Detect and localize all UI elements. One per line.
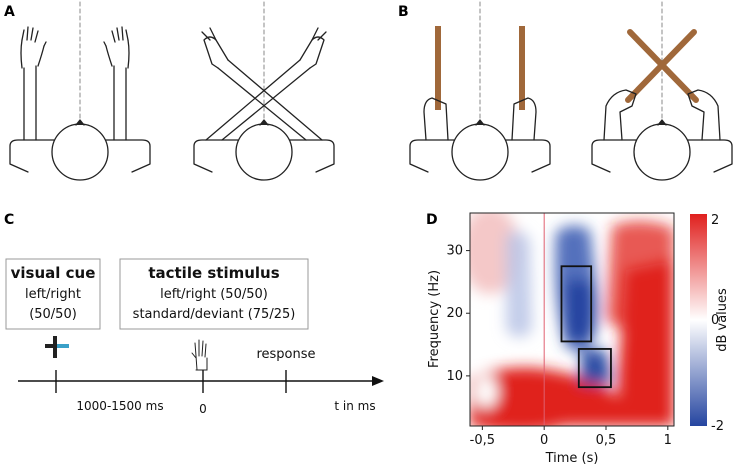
panel-b-crossed-sticks <box>591 1 733 181</box>
colorbar <box>690 214 707 426</box>
y-tick-label: 20 <box>446 306 463 321</box>
response-label: response <box>256 347 315 362</box>
left-stick <box>435 26 441 110</box>
colorbar-label: dB values <box>715 288 730 352</box>
hand-stimulus-icon <box>191 339 208 371</box>
colorbar-tick-labels: 2 0 -2 <box>711 213 724 434</box>
x-tick-label: 1 <box>664 433 672 448</box>
right-stick <box>519 26 525 110</box>
x-axis-label: Time (s) <box>545 451 599 466</box>
colorbar-tick-label: 0 <box>711 313 719 328</box>
visual-cue-line1: left/right <box>25 287 81 302</box>
panel-b-uncrossed-sticks <box>409 1 551 181</box>
y-tick-label: 30 <box>446 244 463 259</box>
tactile-line2: standard/deviant (75/25) <box>133 307 296 322</box>
tactile-stimulus-box <box>119 258 309 330</box>
panel-c-timeline: visual cue left/right (50/50) tactile st… <box>5 258 384 416</box>
time-arrow-icon <box>372 376 384 386</box>
roi-box-2 <box>577 348 612 389</box>
x-tick-labels: -0,5 0 0,5 1 <box>470 426 672 448</box>
x-tick-label: -0,5 <box>470 433 495 448</box>
y-axis-label: Frequency (Hz) <box>427 270 442 368</box>
fixation-cross-icon <box>45 336 69 358</box>
x-tick-label: 0,5 <box>596 433 617 448</box>
visual-cue-box <box>5 258 101 330</box>
x-tick-label: 0 <box>540 433 548 448</box>
panel-a-crossed-hands <box>193 1 335 181</box>
zero-label: 0 <box>199 402 207 416</box>
visual-cue-line2: (50/50) <box>29 307 77 322</box>
roi-box-1 <box>560 265 593 343</box>
colorbar-tick-label: -2 <box>711 419 724 434</box>
panel-label-d: D <box>426 212 438 228</box>
tactile-title: tactile stimulus <box>148 264 279 282</box>
plot-frame <box>469 212 675 427</box>
heatmap-field <box>470 213 674 426</box>
tactile-line1: left/right (50/50) <box>160 287 268 302</box>
time-axis-label: t in ms <box>334 399 375 413</box>
colorbar-tick-label: 2 <box>711 213 719 228</box>
y-tick-label: 10 <box>446 369 463 384</box>
panel-label-c: C <box>4 212 14 228</box>
plot-overlays <box>469 212 675 427</box>
y-tick-labels: 10 20 30 <box>446 244 470 384</box>
panel-label-b: B <box>398 4 409 20</box>
interval-label: 1000-1500 ms <box>76 399 163 413</box>
panel-a-uncrossed-hands <box>9 1 151 181</box>
panel-label-a: A <box>4 4 15 20</box>
visual-cue-title: visual cue <box>11 264 96 282</box>
